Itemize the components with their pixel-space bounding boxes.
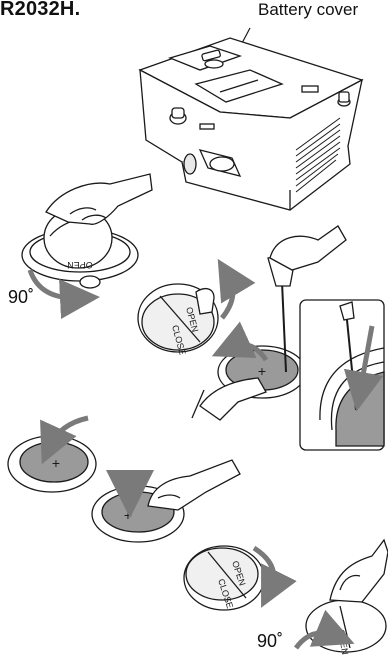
step-remove-cap: OPEN [22, 174, 152, 288]
svg-text:+: + [52, 455, 60, 471]
svg-text:+: + [124, 507, 132, 523]
step-insert-battery: + [92, 460, 240, 542]
step-cap-close: CLOSE OPEN [184, 546, 264, 610]
step-cap-open-close: CLOSE OPEN [138, 284, 218, 356]
step-cap-final: OPEN [306, 540, 388, 655]
svg-text:+: + [258, 363, 266, 379]
open-text-on-cap: OPEN [67, 260, 93, 270]
rotate-arrow-2 [222, 276, 233, 318]
detail-inset [300, 300, 384, 450]
projector-illustration [140, 38, 362, 210]
